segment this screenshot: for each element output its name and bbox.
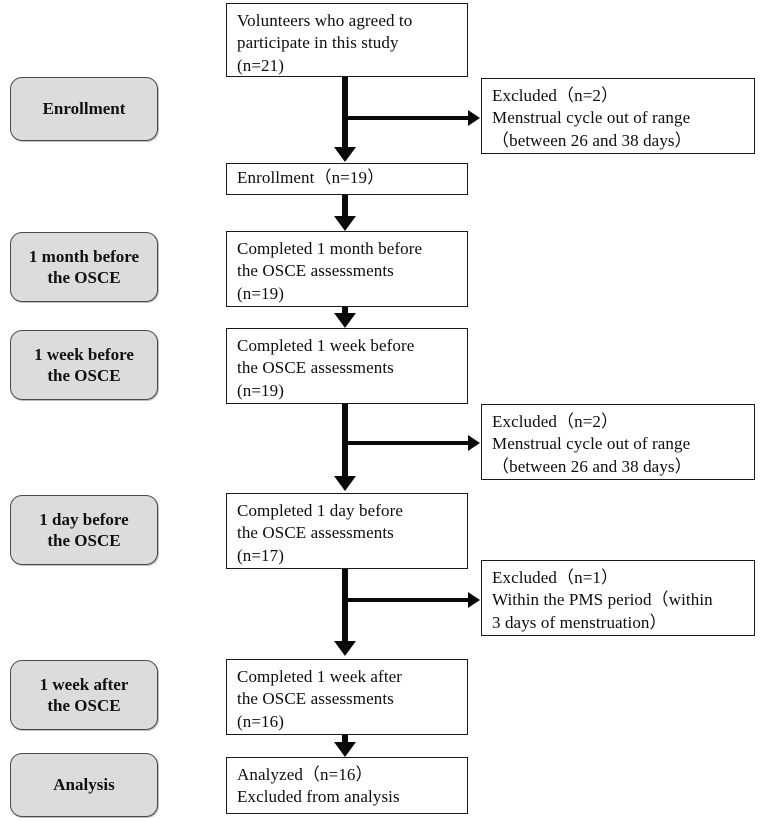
- connector-branch-to-excluded-2: [345, 441, 469, 445]
- arrowhead-down: [334, 216, 356, 231]
- node-completed-one-week-after: Completed 1 week after the OSCE assessme…: [226, 659, 468, 735]
- node-line: Completed 1 day before: [237, 501, 404, 520]
- stage-label-one-month-before: 1 month before the OSCE: [10, 232, 158, 302]
- stage-label-text-line1: 1 week after: [39, 674, 129, 694]
- node-completed-one-week-before: Completed 1 week before the OSCE assessm…: [226, 328, 468, 404]
- stage-label-text-line2: the OSCE: [47, 696, 121, 715]
- stage-label-text-line1: 1 month before: [28, 246, 140, 266]
- node-completed-one-day-before: Completed 1 day before the OSCE assessme…: [226, 493, 468, 569]
- node-line: （between 26 and 38 days）: [492, 130, 692, 150]
- node-completed-one-month: Completed 1 month before the OSCE assess…: [226, 231, 468, 307]
- connector-branch-to-excluded-1: [345, 116, 469, 120]
- arrowhead-down: [334, 641, 356, 656]
- node-excluded-3: Excluded（n=1） Within the PMS period（with…: [481, 560, 755, 636]
- arrowhead-down: [334, 476, 356, 491]
- node-line: the OSCE assessments: [237, 523, 394, 543]
- stage-label-text-line2: the OSCE: [47, 366, 121, 385]
- node-analyzed: Analyzed（n=16） Excluded from analysis: [226, 757, 468, 814]
- node-line: (n=16): [237, 711, 285, 731]
- stage-label-one-day-before: 1 day before the OSCE: [10, 495, 158, 565]
- node-line: (n=19): [237, 380, 285, 400]
- connector-one-day-before-to-one-week-after: [342, 569, 348, 642]
- node-excluded-2: Excluded（n=2） Menstrual cycle out of ran…: [481, 404, 755, 480]
- node-line: participate in this study: [237, 33, 399, 53]
- node-line: Excluded from analysis: [237, 787, 400, 807]
- stage-label-text-line1: 1 day before: [39, 509, 129, 529]
- node-enrollment: Enrollment（n=19）: [226, 163, 468, 195]
- connector-one-week-before-to-one-day-before: [342, 404, 348, 477]
- node-line: Excluded（n=1）: [492, 568, 619, 587]
- node-line: 3 days of menstruation）: [492, 612, 667, 632]
- node-line: the OSCE assessments: [237, 689, 394, 709]
- connector-volunteers-to-enrollment: [342, 77, 348, 148]
- node-line: Volunteers who agreed to: [237, 11, 413, 30]
- connector-one-month-to-one-week-before: [342, 307, 348, 314]
- arrowhead-right: [468, 110, 480, 126]
- stage-label-text-line2: the OSCE: [47, 531, 121, 550]
- stage-label-one-week-after: 1 week after the OSCE: [10, 660, 158, 730]
- arrowhead-down: [334, 313, 356, 328]
- node-line: Completed 1 week before: [237, 336, 415, 355]
- node-line: Analyzed（n=16）: [237, 765, 373, 784]
- stage-label-enrollment: Enrollment: [10, 77, 158, 141]
- stage-label-text-line2: the OSCE: [47, 268, 121, 287]
- arrowhead-right: [468, 435, 480, 451]
- node-line: Menstrual cycle out of range: [492, 108, 691, 128]
- arrowhead-down: [334, 742, 356, 757]
- arrowhead-right: [468, 592, 480, 608]
- node-line: Completed 1 month before: [237, 239, 423, 258]
- connector-one-week-after-to-analyzed: [342, 735, 348, 744]
- connector-enrollment-to-one-month: [342, 195, 348, 217]
- stage-label-one-week-before: 1 week before the OSCE: [10, 330, 158, 400]
- connector-branch-to-excluded-3: [345, 598, 469, 602]
- node-line: Excluded（n=2）: [492, 86, 619, 105]
- node-line: Within the PMS period（within: [492, 590, 713, 610]
- node-line: (n=21): [237, 55, 285, 75]
- node-line: （between 26 and 38 days）: [492, 456, 692, 476]
- node-line: Menstrual cycle out of range: [492, 434, 691, 454]
- node-line: Completed 1 week after: [237, 667, 403, 686]
- node-line: Excluded（n=2）: [492, 412, 619, 431]
- node-line: the OSCE assessments: [237, 358, 394, 378]
- node-volunteers: Volunteers who agreed to participate in …: [226, 3, 468, 77]
- stage-label-text: Enrollment: [42, 99, 126, 119]
- node-line: (n=19): [237, 283, 285, 303]
- node-line: the OSCE assessments: [237, 261, 394, 281]
- stage-label-text-line1: 1 week before: [34, 344, 134, 364]
- arrowhead-down: [334, 147, 356, 162]
- node-line: (n=17): [237, 545, 285, 565]
- stage-label-text: Analysis: [53, 775, 115, 795]
- node-line: Enrollment（n=19）: [237, 168, 385, 187]
- stage-label-analysis: Analysis: [10, 753, 158, 817]
- node-excluded-1: Excluded（n=2） Menstrual cycle out of ran…: [481, 78, 755, 154]
